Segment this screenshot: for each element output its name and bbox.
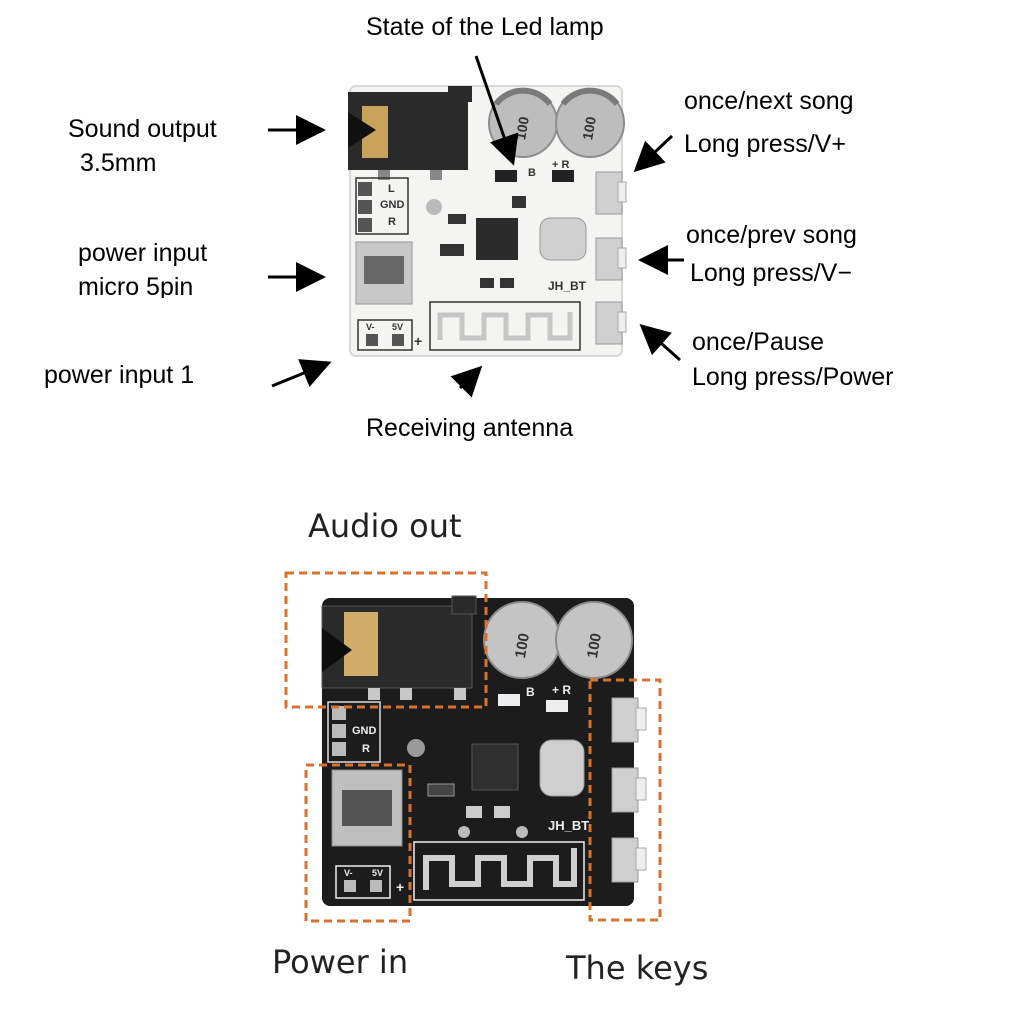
cap-right-value: 100 [579,115,599,141]
power-in-highlight [304,763,412,923]
silk-black-5v: 5V [372,868,383,878]
label-the-keys: The keys [566,949,709,987]
label-audio-out: Audio out [308,507,462,545]
silk-l: L [388,183,395,195]
label-sound-output: Sound output [68,115,217,143]
power-key-switch [595,301,627,345]
power-header [357,319,413,351]
silk-black-jhbt: JH_BT [548,818,589,833]
next-key-switch [595,171,627,215]
key-switch-3 [611,837,647,883]
label-sound-output-size: 3.5mm [80,149,157,177]
antenna-box [429,301,581,351]
mount-hole-black [407,739,425,757]
silk-gnd: GND [380,199,405,211]
label-next-long: Long press/V+ [684,130,846,158]
silk-jhbt: JH_BT [548,279,587,293]
label-power-input: power input [78,239,208,267]
silk-rplus: + R [552,159,569,171]
mount-hole [426,199,442,215]
silk-5v: 5V [392,322,403,332]
silk-vminus: V- [366,322,375,332]
silk-black-gnd: GND [352,725,377,737]
silk-b: B [528,167,536,179]
cap-black-left-value: 100 [512,632,533,660]
label-led-state: State of the Led lamp [366,13,604,41]
crystal [539,217,587,261]
arrow-next [633,134,674,173]
label-next-once: once/next song [684,87,854,115]
capacitor-right [555,87,625,158]
arrow-power1 [271,359,332,388]
label-receiving-antenna: Receiving antenna [366,414,574,442]
key-switch-2 [611,767,647,813]
silk-r: R [388,216,396,228]
audio-out-highlight [284,571,488,709]
label-power-input-port: micro 5pin [78,273,194,298]
label-prev-long: Long press/V− [690,259,852,287]
silk-black-plus: + [396,879,404,895]
micro-usb-port [355,241,413,305]
audio-jack [348,86,472,180]
audio-jack-black [321,595,477,700]
top-board-drawing: 100 100 B + R L GND R JH_BT V- 5V + [268,55,684,398]
label-power-in: Power in [272,943,409,981]
bt-chip [476,218,518,260]
led-pad-r [552,170,574,182]
prev-key-switch [595,237,627,281]
label-pause-long: Long press/Power [692,363,894,391]
cap-black-right-value: 100 [584,632,605,660]
antenna-trace [437,312,573,341]
led-pad-b [495,170,517,182]
keys-highlight [588,678,662,922]
silk-black-b: B [526,685,535,699]
label-prev-once: once/prev song [686,221,857,249]
label-pause-once: once/Pause [692,328,825,356]
silk-black-r: R [362,743,370,755]
bt-chip-black [471,743,519,791]
label-power-input-1: power input 1 [44,361,195,389]
silk-black-rplus: + R [552,683,571,697]
key-switch-1 [611,697,647,743]
arrow-pause [639,324,681,362]
lr-header [355,177,409,235]
micro-usb-port-black [331,769,403,847]
crystal-black [539,739,585,797]
silk-black-vminus: V- [344,868,353,878]
cap-black-right [555,601,633,679]
silk-plus: + [414,333,422,349]
arrow-led [474,55,519,166]
arrow-antenna [450,365,483,398]
